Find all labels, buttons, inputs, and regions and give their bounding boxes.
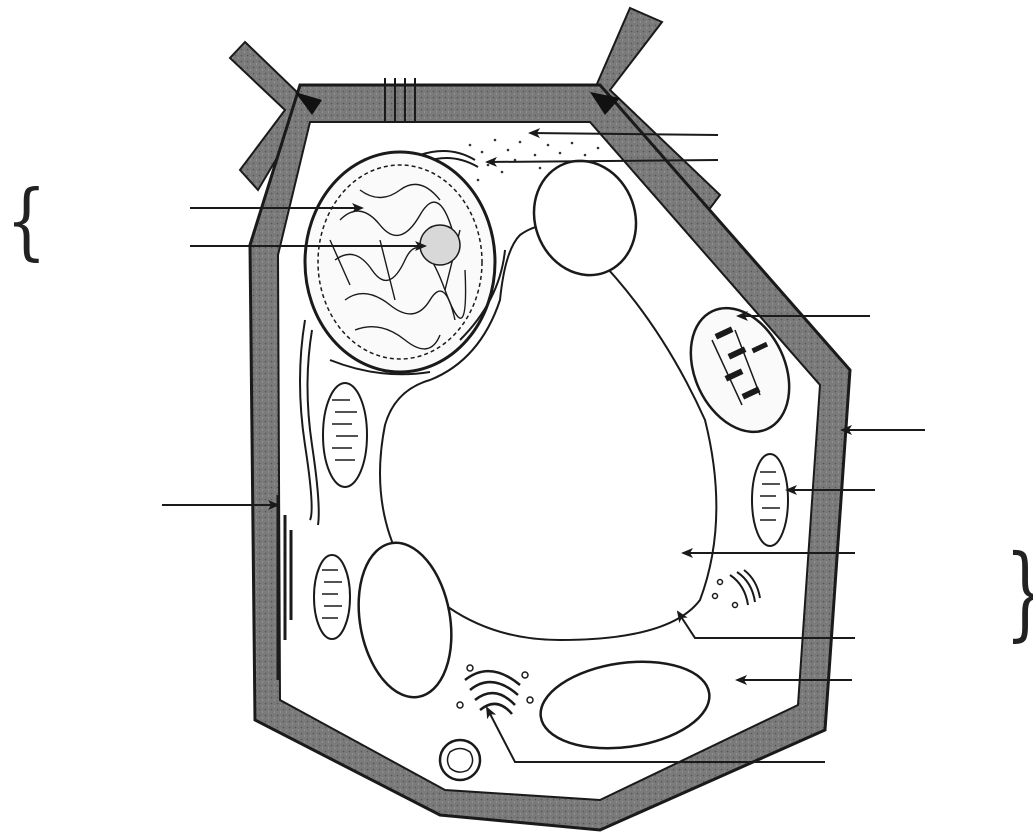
mitochondrion-lower-left [314,555,350,639]
mitochondrion-upper-left [323,383,367,487]
peroxisome [440,740,480,780]
nucleolus [420,225,460,265]
nucleus [305,152,495,372]
mitochondrion-right [752,454,788,546]
right-bracket: } [1005,543,1033,645]
left-bracket: { [6,180,47,263]
nuclear-envelope [305,152,495,372]
